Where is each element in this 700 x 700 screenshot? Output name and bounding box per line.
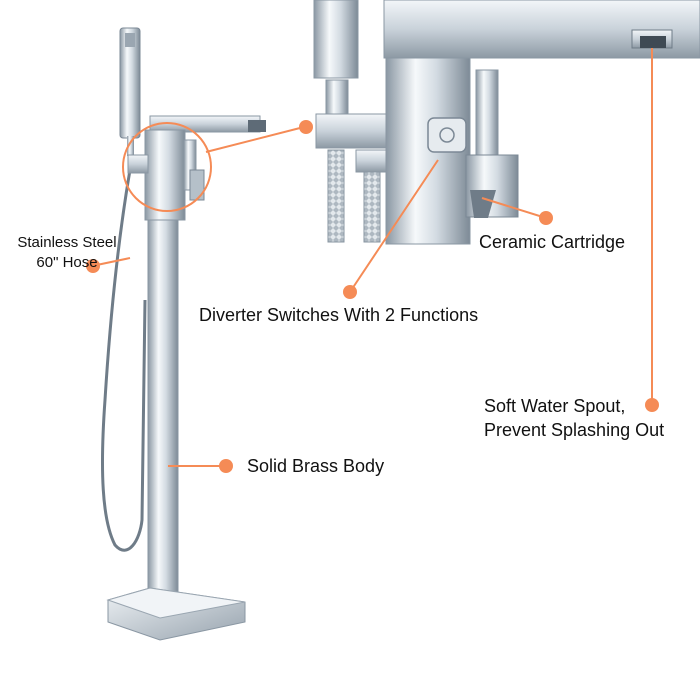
label-spout: Soft Water Spout, Prevent Splashing Out <box>484 394 664 442</box>
callout-lines <box>91 48 653 467</box>
dot-body <box>219 459 233 473</box>
label-hose: Stainless Steel 60" Hose <box>8 233 126 273</box>
valve-block <box>144 129 186 221</box>
detail-circle <box>122 122 212 212</box>
dot-detail <box>299 120 313 134</box>
dot-hose <box>86 259 100 273</box>
dot-diverter <box>343 285 357 299</box>
label-diverter: Diverter Switches With 2 Functions <box>199 305 479 325</box>
label-spout-line1: Soft Water Spout, <box>484 396 626 416</box>
callout-dots <box>86 120 659 473</box>
detail-spout <box>383 0 700 59</box>
label-spout-line2: Prevent Splashing Out <box>484 420 665 440</box>
detail-upper-pipe <box>313 0 359 79</box>
label-ceramic: Ceramic Cartridge <box>479 232 626 252</box>
detail-hose-1 <box>327 149 345 243</box>
detail-diverter-knob <box>427 117 467 153</box>
dot-ceramic <box>539 211 553 225</box>
body-column <box>147 174 179 604</box>
hose <box>100 169 147 552</box>
dot-spout <box>645 398 659 412</box>
label-hose-line1: Stainless Steel <box>17 234 117 251</box>
label-body: Solid Brass Body <box>247 456 385 476</box>
label-hose-line2: 60" Hose <box>36 254 98 271</box>
